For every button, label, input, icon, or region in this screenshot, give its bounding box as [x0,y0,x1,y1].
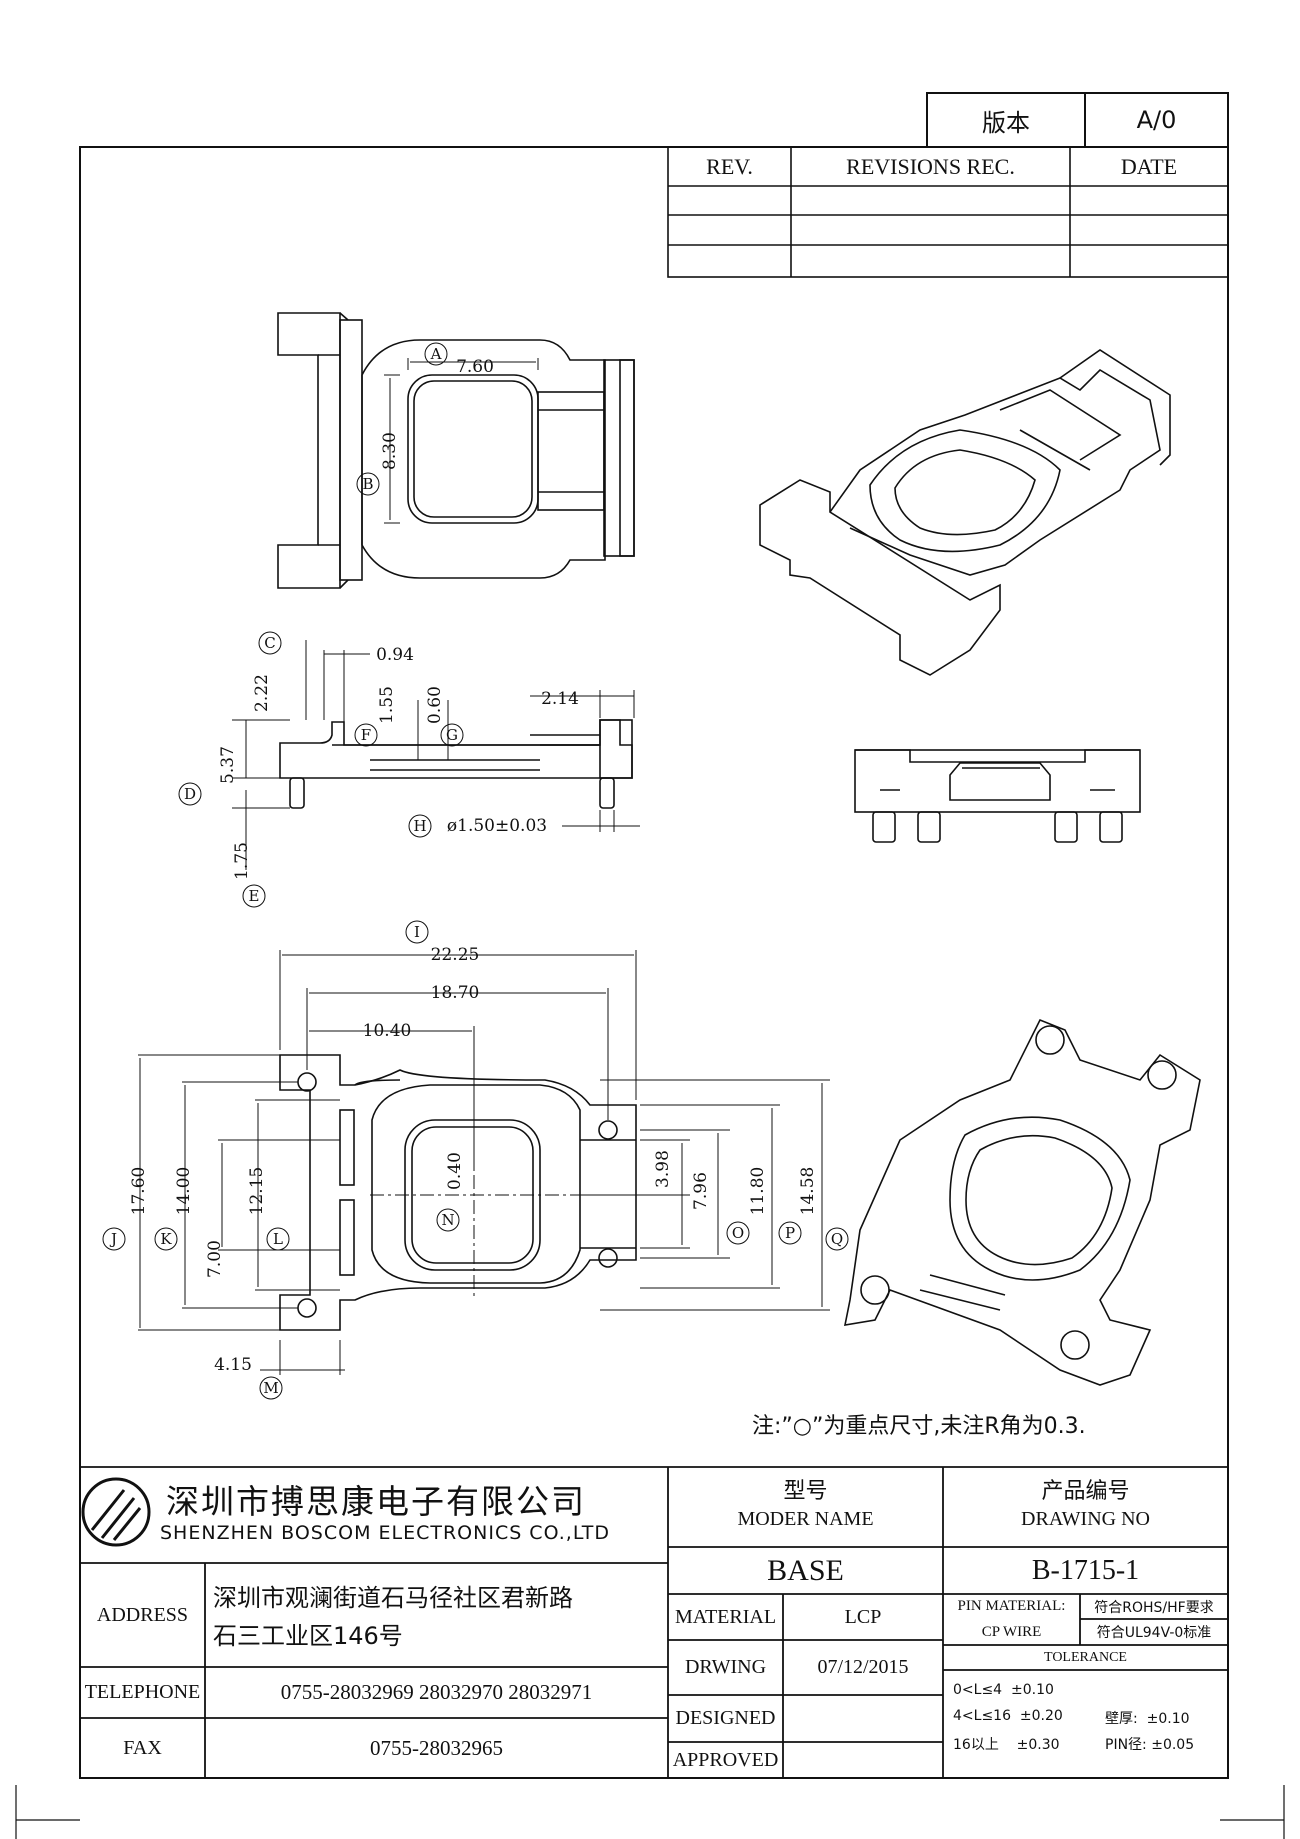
dim-side-094: 0.94 [376,645,414,665]
company-logo [81,1477,151,1547]
dim-bottom-1040: 10.40 [362,1021,412,1041]
dim-side-175: 1.75 [232,842,252,880]
dim-side-214: 2.14 [541,689,579,709]
dim-bottom-398: 3.98 [653,1150,673,1188]
dim-bottom-1215: 12.15 [247,1166,267,1216]
address-line-2: 石三工业区146号 [213,1622,403,1650]
dim-label-c: C [264,634,276,652]
side-view [279,719,633,809]
pin-diameter-tolerance: PIN径: ±0.05 [1105,1737,1195,1753]
dim-label-e: E [248,887,260,905]
dim-label-p: P [784,1224,796,1242]
dim-bottom-1458: 14.58 [798,1166,818,1216]
fax-value: 0755-28032965 [370,1735,503,1760]
pin-material-label: PIN MATERIAL: [957,1598,1066,1614]
company-name-cn: 深圳市搏思康电子有限公司 [166,1482,586,1521]
wall-thickness-tolerance: 壁厚: ±0.10 [1105,1711,1190,1727]
iso-view-top [759,349,1171,676]
dim-side-060: 0.60 [425,686,445,724]
dim-label-o: O [731,1224,745,1242]
dim-side-537: 5.37 [218,746,238,784]
tolerance-row-3: 16以上 ±0.30 [953,1737,1060,1753]
pin-material-value: CP WIRE [981,1623,1042,1640]
dim-side-222: 2.22 [252,674,272,712]
dim-label-b: B [362,475,374,493]
top-view [277,312,635,589]
revisions-rec-header: REVISIONS REC. [846,153,1015,179]
tolerance-row-1: 0<L≤4 ±0.10 [953,1682,1054,1698]
dim-bottom-2225: 22.25 [430,945,480,965]
dim-top-width: 7.60 [456,357,494,377]
dim-label-n: N [441,1211,455,1229]
dim-label-j: J [110,1230,117,1248]
dim-label-d: D [183,785,197,803]
dim-label-a: A [430,345,442,363]
approved-label: APPROVED [672,1748,779,1771]
dim-label-g: G [446,726,458,744]
model-label-cn: 型号 [783,1479,828,1504]
drawing-date-value: 07/12/2015 [817,1656,909,1678]
dim-bottom-796: 7.96 [691,1172,711,1210]
model-label-en: MODER NAME [737,1507,874,1530]
telephone-value: 0755-28032969 28032970 28032971 [280,1680,593,1704]
material-label: MATERIAL [674,1605,777,1628]
rev-header: REV. [706,153,753,179]
dim-label-q: Q [830,1230,844,1248]
material-value: LCP [844,1605,882,1628]
iso-view-bottom [843,1018,1201,1386]
dim-bottom-415: 4.15 [214,1355,252,1375]
dim-bottom-1180: 11.80 [748,1166,768,1216]
drawing-note: 注:”○”为重点尺寸,未注R角为0.3. [752,1414,1086,1439]
dim-label-k: K [160,1230,172,1248]
dim-label-i: I [414,923,420,941]
address-line-1: 深圳市观澜街道石马径社区君新路 [213,1584,573,1612]
dim-label-h: H [413,817,427,835]
version-value: A/0 [1136,106,1177,134]
tolerance-label: TOLERANCE [1044,1649,1127,1665]
version-label: 版本 [982,108,1030,137]
drawing-label-en: DRAWING NO [1021,1507,1150,1530]
dim-bottom-1400: 14.00 [174,1166,194,1216]
date-header: DATE [1120,153,1178,179]
dim-bottom-040: 0.40 [445,1152,465,1190]
dim-bottom-700: 7.00 [205,1240,225,1278]
model-value: BASE [767,1553,844,1587]
drawing-label-cn: 产品编号 [1041,1479,1130,1504]
telephone-label: TELEPHONE [84,1681,201,1703]
dim-label-f: F [360,726,372,744]
ul-compliance: 符合UL94V-0标准 [1096,1625,1212,1641]
address-label: ADDRESS [96,1603,189,1626]
dim-label-m: M [263,1379,279,1397]
drawing-number: B-1715-1 [1031,1554,1140,1586]
designed-label: DESIGNED [675,1707,776,1729]
drawing-date-label: DRWING [684,1656,767,1678]
dim-side-155: 1.55 [377,686,397,724]
company-name-en: SHENZHEN BOSCOM ELECTRONICS CO.,LTD [160,1522,611,1544]
dim-bottom-1870: 18.70 [430,983,480,1003]
rohs-compliance: 符合ROHS/HF要求 [1094,1599,1214,1616]
tolerance-row-2: 4<L≤16 ±0.20 [953,1708,1063,1724]
fax-label: FAX [123,1736,162,1759]
dim-top-height: 8.30 [380,432,400,470]
front-view [854,749,1141,843]
dim-pin-diameter: ø1.50±0.03 [446,816,548,836]
dim-bottom-1760: 17.60 [129,1166,149,1216]
dim-label-l: L [273,1230,283,1248]
